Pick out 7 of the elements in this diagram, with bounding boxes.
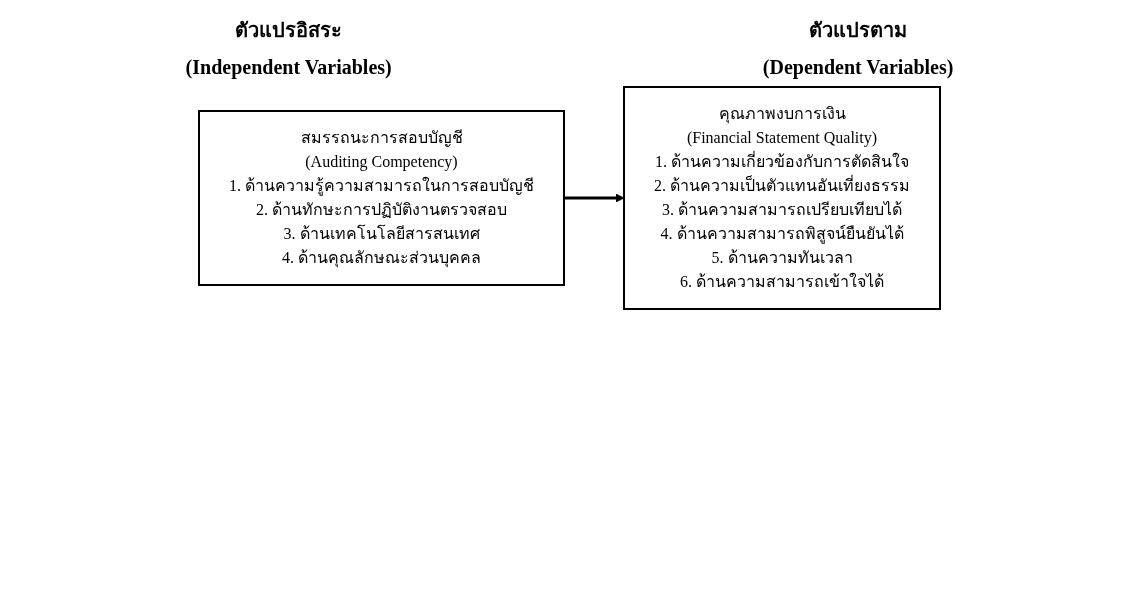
column-heading: ตัวแปรตาม	[809, 18, 908, 43]
node-box: คุณภาพงบการเงิน (Financial Statement Quality) 1. ด้านความเกี่ยวข้องกับการตัดสินใจ 2. ด้านความเป็นตัวแทนอันเที่ยงธรรม 3. ด้านความสามารถเปรียบเทียบได้ 4. ด้านความสามารถพิสูจน์ยืนยันได้ 5. ด้านความทันเวลา 6. ด้านความสามารถเข้าใจได้	[623, 86, 941, 310]
arrow	[564, 193, 625, 203]
column-heading: (Dependent Variables)	[762, 56, 954, 79]
column-heading: (Independent Variables)	[185, 56, 392, 79]
column-heading: ตัวแปรอิสระ	[235, 18, 343, 43]
node-box: สมรรถนะการสอบบัญชี (Auditing Competency) 1. ด้านความรู้ความสามารถในการสอบบัญชี 2. ด้านทักษะการปฏิบัติงานตรวจสอบ 3. ด้านเทคโนโลยีสารสนเทศ 4. ด้านคุณลักษณะส่วนบุคคล	[198, 110, 565, 286]
